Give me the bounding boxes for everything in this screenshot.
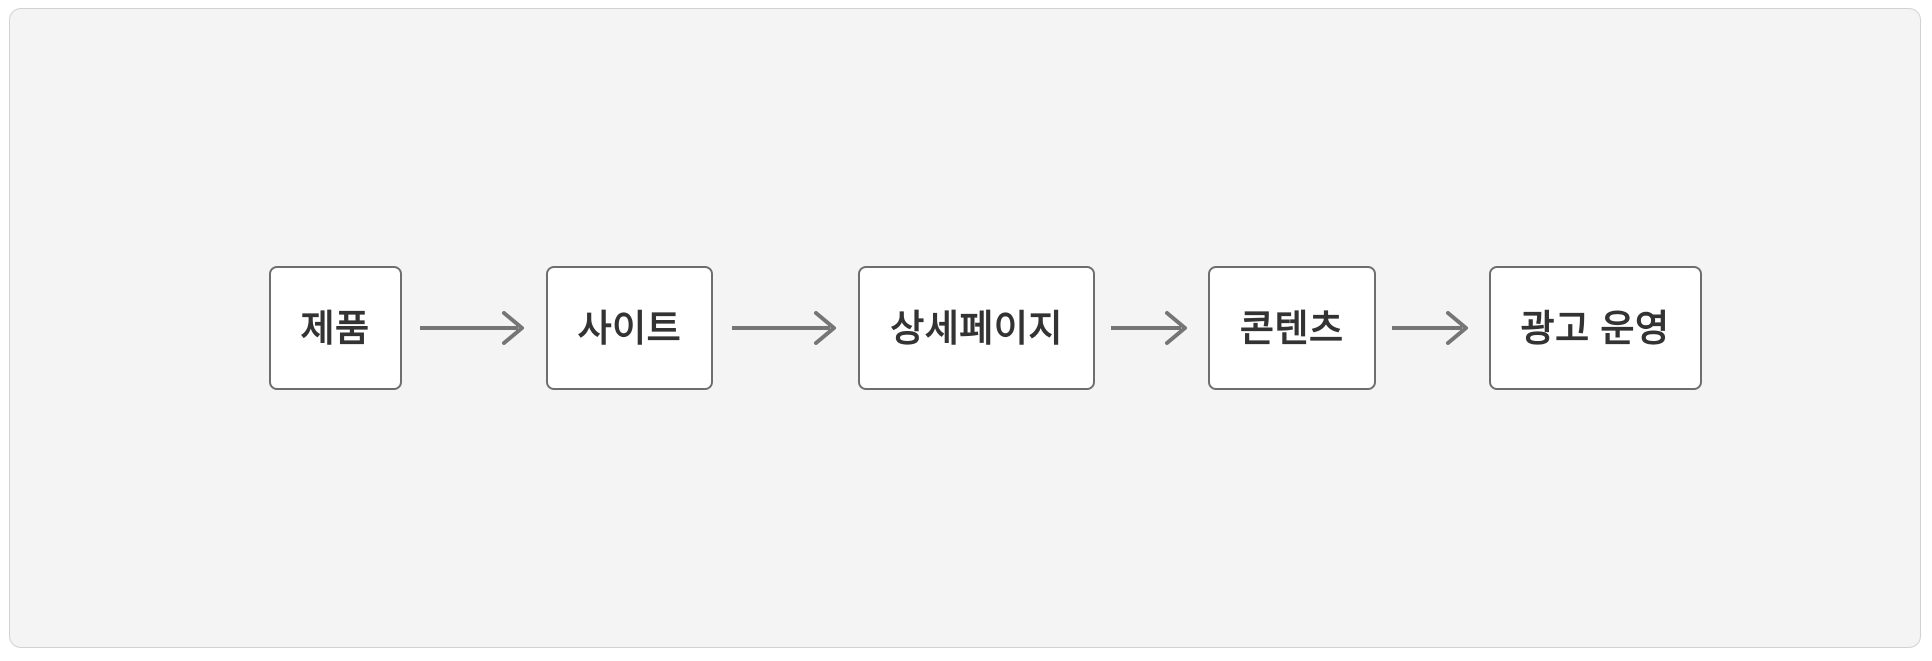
flow-node-detail-page[interactable]: 상세페이지 — [858, 266, 1095, 390]
flow-node-product[interactable]: 제품 — [268, 266, 402, 390]
flow-arrow-detail-page-to-contents — [1095, 266, 1208, 390]
flow-node-contents[interactable]: 콘텐츠 — [1207, 266, 1376, 390]
flow-node-label: 제품 — [300, 307, 370, 349]
flow-arrow-contents-to-ad-operation — [1376, 266, 1489, 390]
flow-arrow-site-to-detail-page — [713, 266, 858, 390]
flow-node-label: 사이트 — [577, 307, 682, 349]
flow-arrow-product-to-site — [402, 266, 546, 390]
flow-node-label: 콘텐츠 — [1239, 307, 1344, 349]
diagram-container: 제품 사이트 상세페이지 콘텐츠 — [9, 8, 1921, 648]
flow-node-ad-operation[interactable]: 광고 운영 — [1488, 266, 1702, 390]
flow-node-site[interactable]: 사이트 — [545, 266, 714, 390]
flow-chart: 제품 사이트 상세페이지 콘텐츠 — [10, 9, 1920, 647]
flow-node-label: 광고 운영 — [1520, 307, 1670, 349]
flow-node-label: 상세페이지 — [890, 307, 1063, 349]
